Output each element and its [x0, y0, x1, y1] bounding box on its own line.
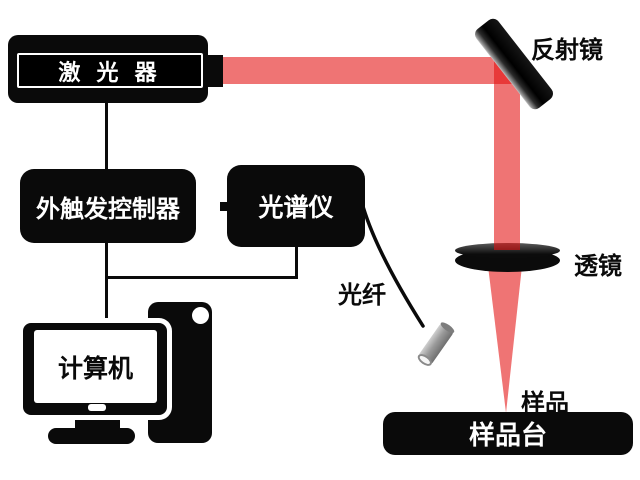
computer-label: 计算机: [57, 354, 133, 383]
monitor-stand-neck: [75, 415, 120, 431]
sample-stage-box: 样品台: [383, 412, 633, 455]
tower-power-button-icon: [192, 307, 209, 324]
wire-controller-to-computer: [105, 242, 108, 325]
monitor-button-icon: [88, 404, 106, 411]
sample-label: 样品: [521, 390, 569, 417]
wire-spectrometer-drop: [295, 246, 298, 279]
lens-label: 透镜: [574, 253, 622, 280]
stage-label: 样品台: [468, 420, 547, 450]
laser-label-panel: 激 光 器: [17, 53, 203, 88]
wire-laser-to-controller: [105, 103, 108, 170]
lens-top-face: [455, 243, 560, 258]
spectrometer-port-nub: [220, 202, 229, 211]
laser-beam-horizontal: [218, 57, 520, 84]
controller-label: 外触发控制器: [36, 195, 180, 223]
mirror-label: 反射镜: [531, 37, 603, 64]
computer-screen: 计算机: [34, 330, 157, 403]
wire-horizontal-junction: [105, 276, 298, 279]
fiber-label: 光纤: [338, 282, 386, 309]
spectrometer-box: 光谱仪: [227, 165, 365, 247]
laser-nozzle: [203, 55, 223, 87]
external-trigger-controller-box: 外触发控制器: [20, 169, 196, 243]
spectrometer-label: 光谱仪: [258, 194, 334, 222]
monitor-stand-base: [48, 428, 135, 444]
